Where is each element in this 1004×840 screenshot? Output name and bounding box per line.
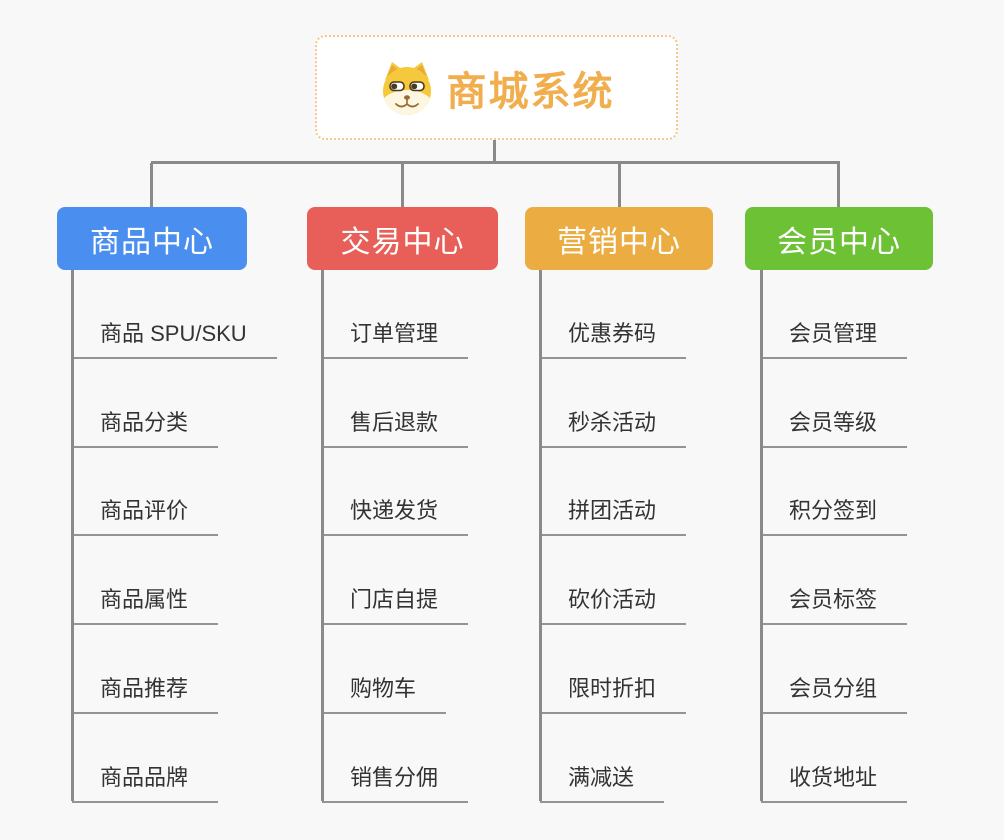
child-node[interactable]: 会员标签: [761, 582, 908, 626]
child-row: 限时折扣: [540, 625, 785, 714]
child-node[interactable]: 商品分类: [72, 405, 219, 448]
child-row: 砍价活动: [540, 536, 785, 626]
child-node[interactable]: 限时折扣: [540, 671, 687, 714]
child-row: 会员管理: [761, 270, 1004, 359]
branch-children-trade-center: 订单管理 售后退款 快递发货 门店自提 购物车 销售分佣: [321, 270, 567, 803]
root-node-label: 商城系统: [446, 69, 615, 114]
branch-node-marketing-center[interactable]: 营销中心: [525, 207, 713, 270]
connector-drop-2: [401, 163, 404, 207]
child-node[interactable]: 优惠券码: [540, 316, 687, 359]
connector-trunk-4: [760, 270, 763, 801]
connector-bus: [151, 161, 840, 164]
child-node[interactable]: 会员分组: [761, 671, 908, 714]
connector-trunk-2: [321, 270, 324, 801]
connector-trunk-1: [71, 270, 74, 801]
child-row: 售后退款: [322, 359, 567, 448]
child-row: 会员等级: [761, 359, 1004, 448]
branch-label: 营销中心: [557, 225, 681, 259]
child-row: 商品属性: [72, 536, 317, 626]
child-row: 快递发货: [322, 448, 567, 537]
child-node[interactable]: 会员等级: [761, 405, 908, 448]
child-node[interactable]: 快递发货: [322, 493, 469, 537]
child-node[interactable]: 积分签到: [761, 493, 908, 537]
child-row: 会员分组: [761, 625, 1004, 714]
child-row: 购物车: [322, 625, 567, 714]
branch-node-product-center[interactable]: 商品中心: [57, 207, 247, 270]
child-row: 满减送: [540, 714, 785, 803]
child-node[interactable]: 销售分佣: [322, 760, 469, 803]
child-node[interactable]: 门店自提: [322, 582, 469, 626]
child-row: 积分签到: [761, 448, 1004, 537]
child-row: 商品分类: [72, 359, 317, 448]
connector-drop-1: [150, 163, 153, 207]
branch-children-product-center: 商品 SPU/SKU 商品分类 商品评价 商品属性 商品推荐 商品品牌: [71, 270, 317, 803]
child-row: 收货地址: [761, 714, 1004, 803]
child-node[interactable]: 满减送: [540, 760, 665, 803]
branch-node-trade-center[interactable]: 交易中心: [307, 207, 498, 270]
child-node[interactable]: 购物车: [322, 671, 447, 714]
child-row: 订单管理: [322, 270, 567, 359]
child-row: 秒杀活动: [540, 359, 785, 448]
child-node[interactable]: 商品推荐: [72, 671, 219, 714]
child-node[interactable]: 商品属性: [72, 582, 219, 626]
child-node[interactable]: 商品评价: [72, 493, 219, 537]
branch-label: 会员中心: [777, 225, 901, 259]
root-node[interactable]: 商城系统: [315, 35, 678, 140]
branch-children-marketing-center: 优惠券码 秒杀活动 拼团活动 砍价活动 限时折扣 满减送: [539, 270, 785, 803]
child-row: 商品品牌: [72, 714, 317, 803]
connector-trunk-3: [539, 270, 542, 801]
child-node[interactable]: 拼团活动: [540, 493, 687, 537]
doge-icon: [379, 60, 435, 116]
connector-drop-3: [618, 163, 621, 207]
child-row: 优惠券码: [540, 270, 785, 359]
child-row: 销售分佣: [322, 714, 567, 803]
child-row: 门店自提: [322, 536, 567, 626]
child-node[interactable]: 商品 SPU/SKU: [72, 316, 277, 359]
branch-label: 商品中心: [90, 225, 214, 259]
branch-label: 交易中心: [340, 225, 465, 259]
child-node[interactable]: 售后退款: [322, 405, 469, 448]
child-row: 商品评价: [72, 448, 317, 537]
branch-children-member-center: 会员管理 会员等级 积分签到 会员标签 会员分组 收货地址: [760, 270, 1004, 803]
child-node[interactable]: 会员管理: [761, 316, 908, 359]
child-row: 商品 SPU/SKU: [72, 270, 317, 359]
child-node[interactable]: 商品品牌: [72, 760, 219, 803]
child-node[interactable]: 收货地址: [761, 760, 908, 803]
branch-node-member-center[interactable]: 会员中心: [745, 207, 933, 270]
child-node[interactable]: 秒杀活动: [540, 405, 687, 448]
connector-root-drop: [493, 140, 496, 164]
child-row: 会员标签: [761, 536, 1004, 626]
child-row: 拼团活动: [540, 448, 785, 537]
connector-drop-4: [837, 163, 840, 207]
child-node[interactable]: 订单管理: [322, 316, 469, 359]
child-row: 商品推荐: [72, 625, 317, 714]
child-node[interactable]: 砍价活动: [540, 582, 687, 626]
